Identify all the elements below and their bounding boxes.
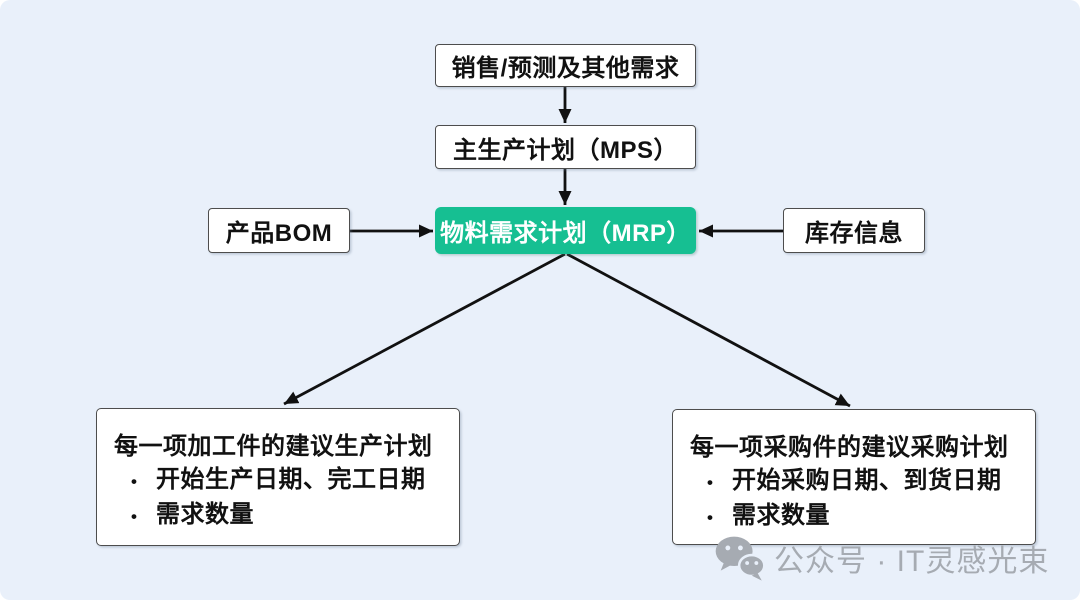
bullet-item: • 需求数量 — [114, 498, 445, 533]
bullet-text: 需求数量 — [156, 501, 254, 528]
bullet-icon: • — [131, 472, 138, 491]
bullet-icon: • — [131, 507, 138, 526]
bullet-item: • 需求数量 — [690, 499, 1021, 534]
node-mps: 主生产计划（MPS） — [435, 125, 696, 169]
node-label: 主生产计划（MPS） — [452, 136, 678, 164]
bullet-icon: • — [707, 473, 714, 492]
node-label: 销售/预测及其他需求 — [451, 55, 680, 82]
bullet-icon: • — [707, 508, 714, 527]
wechat-icon — [715, 536, 766, 581]
bullet-text: 开始采购日期、到货日期 — [732, 467, 1002, 494]
arrow-mrp-to-purchase-plan — [566, 252, 851, 408]
bullet-item: • 开始生产日期、完工日期 — [114, 463, 445, 498]
node-label: 物料需求计划（MRP） — [440, 220, 691, 247]
node-mrp: 物料需求计划（MRP） — [435, 207, 696, 254]
watermark-text: 公众号 · IT灵感光束 — [774, 545, 1050, 578]
node-purchase-plan: 每一项采购件的建议采购计划 • 开始采购日期、到货日期 • 需求数量 — [672, 409, 1036, 545]
node-production-plan: 每一项加工件的建议生产计划 • 开始生产日期、完工日期 • 需求数量 — [96, 408, 460, 546]
node-sales-forecast: 销售/预测及其他需求 — [435, 44, 696, 87]
node-label: 产品BOM — [225, 220, 333, 247]
node-inventory-info: 库存信息 — [783, 208, 925, 253]
arrow-mrp-to-production-plan — [283, 252, 566, 406]
node-label: 库存信息 — [805, 220, 903, 247]
bullet-text: 需求数量 — [732, 502, 830, 529]
node-title: 每一项采购件的建议采购计划 — [690, 434, 1009, 461]
node-product-bom: 产品BOM — [208, 208, 350, 253]
bullet-item: • 开始采购日期、到货日期 — [690, 464, 1021, 499]
node-title: 每一项加工件的建议生产计划 — [114, 433, 433, 460]
watermark: 公众号 · IT灵感光束 — [714, 532, 1064, 584]
bullet-text: 开始生产日期、完工日期 — [156, 466, 426, 493]
